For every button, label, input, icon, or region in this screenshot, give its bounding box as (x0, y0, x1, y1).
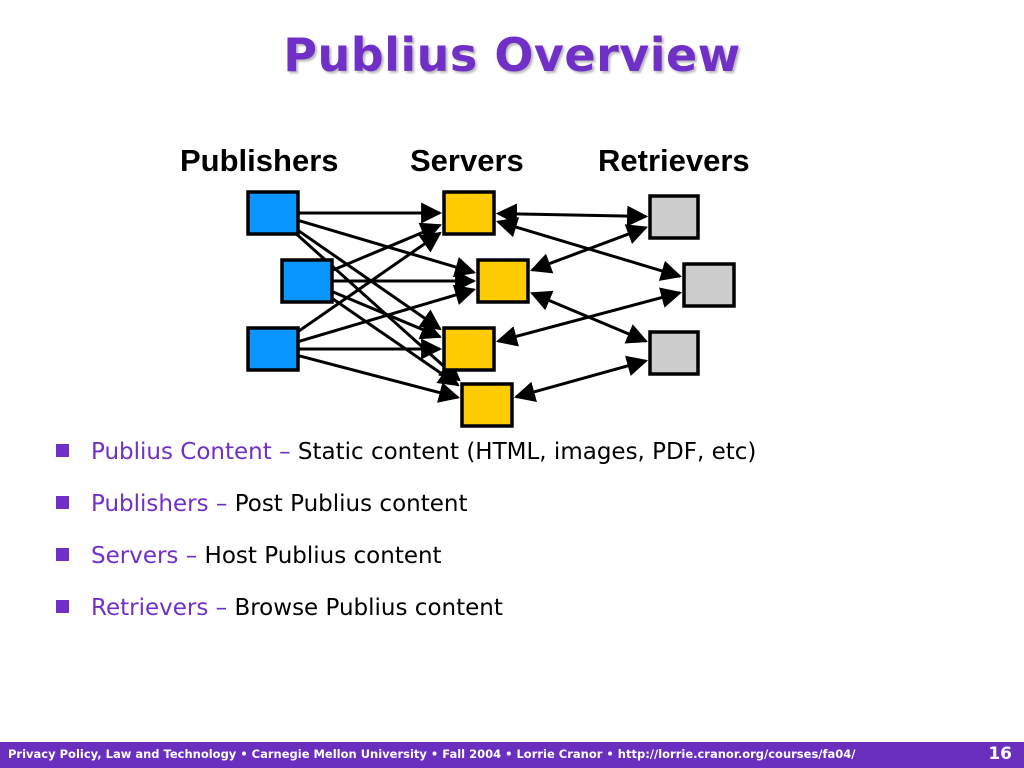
bullet-text: Browse Publius content (234, 595, 503, 621)
bullet-servers: Servers – Host Publius content (56, 536, 756, 588)
bullet-dash: – (279, 439, 291, 465)
arrow-p2-s4 (325, 292, 460, 387)
bullet-square-icon (56, 548, 69, 561)
bullet-square-icon (56, 496, 69, 509)
bullet-term: Servers (91, 543, 179, 569)
bullet-publishers: Publishers – Post Publius content (56, 484, 756, 536)
retriever-node-1 (648, 194, 700, 240)
bullet-text: Host Publius content (204, 543, 442, 569)
page-number: 16 (988, 744, 1012, 764)
server-node-3 (442, 326, 496, 372)
bullet-term: Publishers (91, 491, 209, 517)
arrow-p3-s1 (291, 231, 442, 338)
arrow-s1-r1 (495, 203, 649, 227)
bullet-retrievers: Retrievers – Browse Publius content (56, 588, 756, 640)
footer-text: Privacy Policy, Law and Technology • Car… (8, 747, 856, 761)
arrow-s4-r3 (513, 355, 649, 402)
publisher-node-1 (246, 190, 300, 236)
bullet-term: Publius Content (91, 439, 272, 465)
publishers-column-label: Publishers (180, 143, 339, 178)
slide-title: Publius Overview (283, 28, 741, 82)
publisher-node-2 (280, 258, 334, 304)
retrievers-column-label: Retrievers (598, 143, 750, 178)
arrow-p3-s2 (291, 284, 477, 345)
bullet-dash: – (215, 595, 228, 621)
bullet-term: Retrievers (91, 595, 209, 621)
arrow-p1-s4 (288, 226, 461, 382)
arrow-s3-r2 (495, 287, 683, 347)
server-node-1 (442, 190, 496, 236)
bullet-publius-content: Publius Content – Static content (HTML, … (56, 432, 756, 484)
retriever-node-2 (682, 262, 736, 308)
arrow-s2-r1 (530, 224, 648, 274)
bullet-square-icon (56, 444, 69, 457)
bullet-square-icon (56, 600, 69, 613)
bullet-list: Publius Content – Static content (HTML, … (56, 432, 756, 640)
retriever-node-3 (648, 330, 700, 376)
bullet-text: Post Publius content (234, 491, 468, 517)
bullet-text: Static content (HTML, images, PDF, etc) (297, 439, 757, 465)
arrow-p1-s3 (291, 224, 442, 331)
arrow-p3-s4 (291, 352, 461, 403)
publisher-node-3 (246, 326, 300, 372)
server-node-4 (460, 382, 514, 428)
arrow-p1-s2 (291, 217, 477, 278)
arrow-p2-s3 (325, 287, 442, 340)
bullet-dash: – (185, 543, 198, 569)
network-nodes (246, 190, 736, 428)
footer-bar: Privacy Policy, Law and Technology • Car… (0, 742, 1024, 768)
server-node-2 (476, 258, 530, 304)
connection-arrows (288, 202, 683, 403)
bullet-dash: – (215, 491, 228, 517)
servers-column-label: Servers (410, 143, 524, 178)
